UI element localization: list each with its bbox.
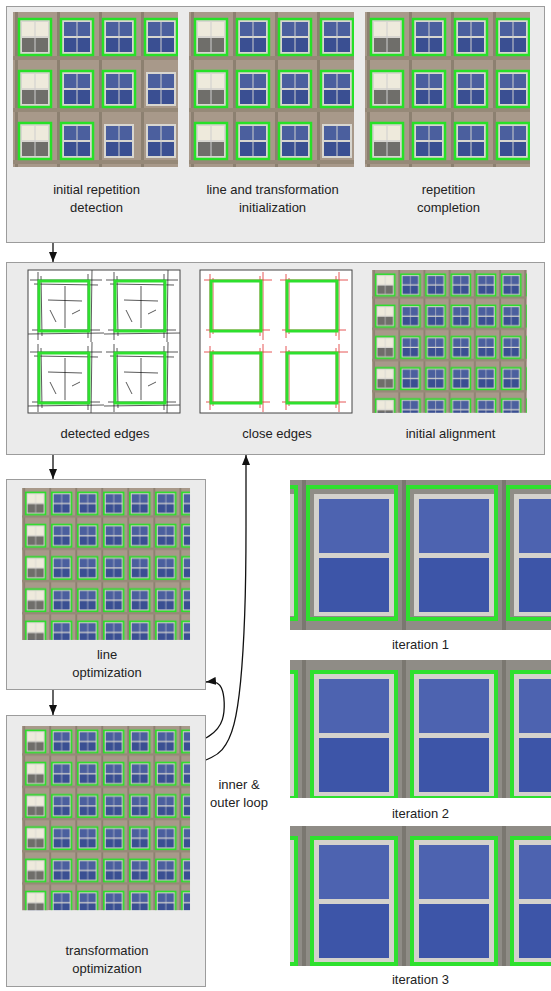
panel-caption: line and transformation initialization bbox=[193, 181, 353, 217]
panel-fill bbox=[6, 715, 206, 987]
iteration-caption: iteration 2 bbox=[290, 805, 551, 823]
panel-box: detected edges close edges initial alignme… bbox=[6, 262, 545, 455]
facade-photo bbox=[189, 12, 354, 167]
panel-caption: close edges bbox=[207, 425, 347, 443]
flow-arrow bbox=[206, 455, 246, 760]
panel-box: initial repetition detection line and tra… bbox=[6, 6, 545, 243]
facade-photo bbox=[22, 488, 190, 640]
loop-label: inner & outer loop bbox=[206, 776, 272, 812]
facade-photo bbox=[372, 270, 527, 413]
panel-box: line optimization bbox=[6, 479, 206, 690]
facade-photo bbox=[365, 12, 530, 167]
zoom-photo bbox=[290, 480, 551, 630]
close-edge-map bbox=[200, 270, 352, 413]
panel-caption: transformation optimization bbox=[57, 942, 157, 978]
flow-arrow bbox=[52, 690, 53, 715]
panel-caption: initial alignment bbox=[381, 425, 521, 443]
edge-map bbox=[28, 270, 180, 413]
panel-fill bbox=[6, 479, 206, 690]
panel-caption: initial repetition detection bbox=[27, 181, 167, 217]
panel-caption: detected edges bbox=[35, 425, 175, 443]
flow-arrow bbox=[52, 455, 53, 479]
panel-fill bbox=[6, 262, 545, 455]
panel-caption: line optimization bbox=[65, 646, 149, 682]
panel-caption: repetition completion bbox=[394, 181, 504, 217]
flow-arrow bbox=[206, 681, 224, 738]
panel-box: transformation optimization bbox=[6, 715, 206, 987]
zoom-photo bbox=[290, 660, 551, 798]
zoom-photo bbox=[290, 826, 551, 966]
facade-photo bbox=[22, 726, 190, 910]
iteration-caption: iteration 1 bbox=[290, 636, 551, 654]
panel-fill bbox=[6, 6, 545, 243]
facade-photo bbox=[13, 12, 178, 167]
flow-arrow bbox=[52, 243, 53, 262]
iteration-caption: iteration 3 bbox=[290, 971, 551, 989]
